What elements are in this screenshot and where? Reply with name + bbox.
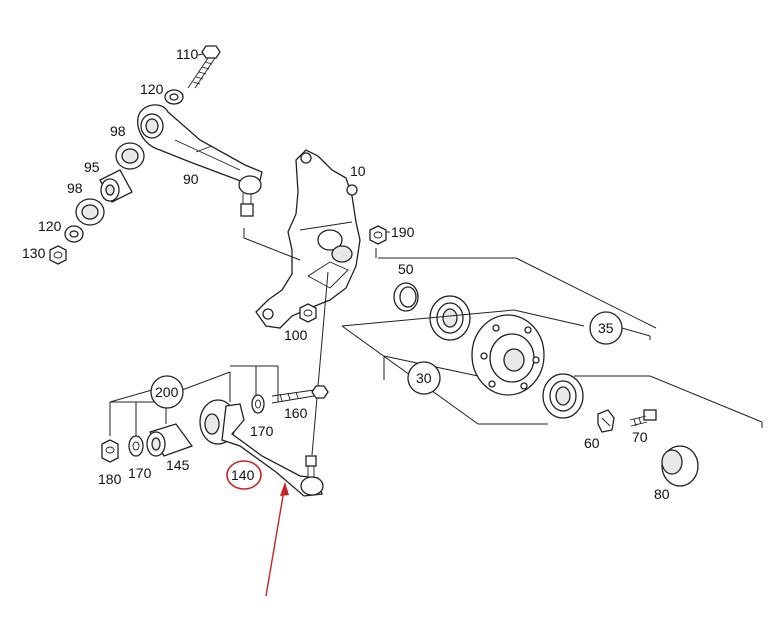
callout-200[interactable]: 200 — [150, 375, 184, 409]
bushing-98-lower[interactable] — [75, 198, 105, 226]
label-130: 130 — [22, 245, 46, 261]
label-30: 30 — [416, 370, 432, 386]
washer-120-top[interactable] — [164, 89, 184, 105]
bushing-145[interactable] — [146, 423, 194, 457]
washer-170-right[interactable] — [251, 394, 265, 414]
label-140: 140 — [231, 467, 255, 483]
label-200: 200 — [155, 384, 179, 400]
bolt-160[interactable] — [271, 385, 329, 404]
seal-50[interactable] — [393, 282, 419, 312]
label-170-right: 170 — [250, 423, 274, 439]
steering-knuckle-10[interactable] — [255, 149, 361, 329]
label-180: 180 — [98, 471, 122, 487]
dust-cap-80[interactable] — [661, 445, 699, 487]
upper-control-arm-90[interactable] — [137, 104, 263, 217]
label-35: 35 — [598, 320, 614, 336]
label-170-left: 170 — [128, 465, 152, 481]
nut-130[interactable] — [49, 245, 67, 265]
label-90: 90 — [183, 171, 199, 187]
bolt-110[interactable] — [187, 45, 221, 89]
bushing-95[interactable] — [99, 169, 133, 203]
label-145: 145 — [166, 457, 190, 473]
washer-170-left[interactable] — [128, 435, 144, 457]
label-60: 60 — [584, 435, 600, 451]
callout-30[interactable]: 30 — [407, 361, 441, 395]
label-95: 95 — [84, 159, 100, 175]
bushing-98-upper[interactable] — [115, 142, 145, 170]
label-50: 50 — [398, 261, 414, 277]
wheel-hub[interactable] — [471, 314, 545, 396]
lower-control-arm-140[interactable] — [199, 399, 324, 497]
clamp-nut-60[interactable] — [597, 409, 615, 433]
label-80: 80 — [654, 486, 670, 502]
nut-100[interactable] — [299, 303, 317, 323]
callout-35[interactable]: 35 — [589, 311, 623, 345]
label-160: 160 — [284, 405, 308, 421]
highlight-callout-140[interactable]: 140 — [226, 460, 262, 490]
label-98-lower: 98 — [67, 180, 83, 196]
nut-190[interactable] — [369, 225, 387, 245]
label-70: 70 — [632, 429, 648, 445]
label-120-lower: 120 — [38, 218, 62, 234]
label-190: 190 — [391, 224, 415, 240]
label-98-upper: 98 — [110, 123, 126, 139]
bearing-inner[interactable] — [429, 295, 471, 341]
label-110: 110 — [176, 46, 199, 62]
bearing-outer[interactable] — [542, 373, 584, 419]
screw-70[interactable] — [629, 409, 657, 427]
label-100: 100 — [284, 327, 308, 343]
label-10: 10 — [350, 163, 366, 179]
nut-180[interactable] — [101, 439, 119, 463]
label-120-top: 120 — [140, 81, 164, 97]
red-pointer-arrow — [265, 482, 289, 597]
washer-120-lower[interactable] — [64, 225, 84, 243]
